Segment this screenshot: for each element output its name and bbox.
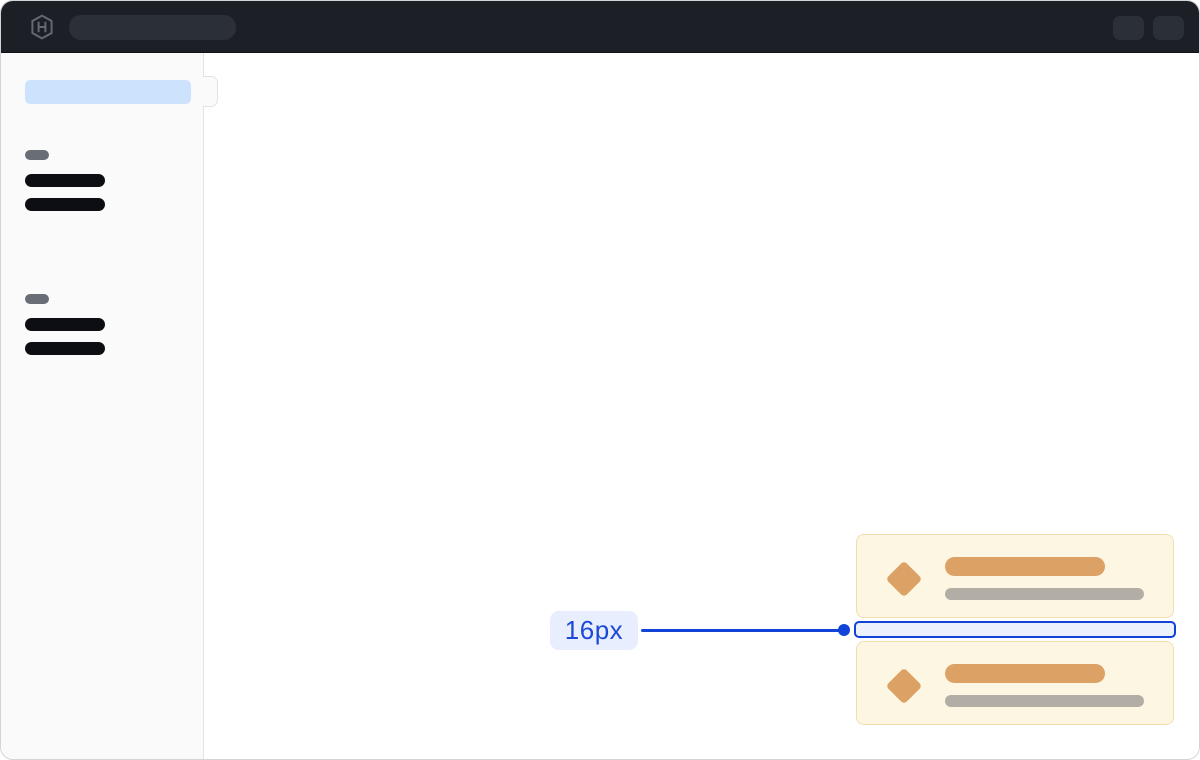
spacing-highlight-box: [854, 621, 1176, 638]
card-subtitle-skeleton: [945, 695, 1144, 707]
card-title-skeleton: [945, 664, 1105, 683]
sidebar-section-2-item-skeleton[interactable]: [25, 342, 105, 355]
measure-line: [641, 628, 841, 632]
spacing-label-text: 16px: [564, 615, 624, 645]
diamond-icon: [885, 667, 923, 705]
card-subtitle-skeleton: [945, 588, 1144, 600]
measure-dot: [838, 624, 850, 636]
placeholder-card: [856, 641, 1174, 725]
hashicorp-logo-icon: [28, 13, 56, 41]
card-title-skeleton: [945, 557, 1105, 576]
sidebar-section-1-item-skeleton[interactable]: [25, 198, 105, 211]
sidebar-active-item-skeleton[interactable]: [25, 80, 191, 104]
sidebar-section-2-item-skeleton[interactable]: [25, 318, 105, 331]
top-navbar: [1, 1, 1199, 53]
placeholder-card: [856, 534, 1174, 618]
sidebar-toggle-handle[interactable]: [203, 76, 218, 107]
sidebar-section-1-label-skeleton: [25, 150, 49, 160]
spacing-label: 16px: [550, 611, 638, 650]
global-search-skeleton[interactable]: [69, 15, 236, 40]
navbar-action-skeleton-2[interactable]: [1153, 16, 1184, 40]
sidebar-section-2-label-skeleton: [25, 294, 49, 304]
navbar-action-skeleton-1[interactable]: [1113, 16, 1144, 40]
sidebar: [1, 53, 204, 759]
diamond-icon: [885, 560, 923, 598]
sidebar-section-1-item-skeleton[interactable]: [25, 174, 105, 187]
